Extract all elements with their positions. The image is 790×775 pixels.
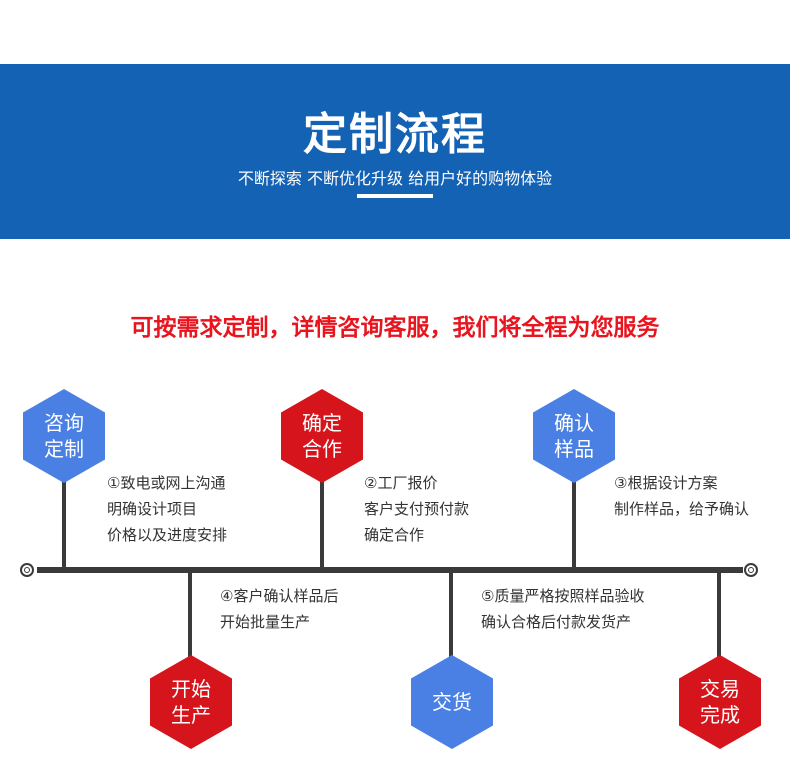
step-3-label: 确认样品 (554, 411, 594, 461)
step-1-line-1: ①致电或网上沟通 (107, 474, 226, 492)
step-4-line-1: ④客户确认样品后 (220, 587, 339, 605)
step-2-hexagon: 确定合作 (281, 389, 363, 483)
title-underline (357, 194, 433, 198)
step-4-label: 开始生产 (171, 677, 211, 727)
timeline-axis (37, 567, 743, 573)
step-5-line-2: 确认合格后付款发货产 (481, 613, 632, 631)
step-1-label: 咨询定制 (44, 411, 84, 461)
step-5-description: ⑤质量严格按照样品验收 确认合格后付款发货产 (481, 583, 644, 635)
service-headline: 可按需求定制，详情咨询客服，我们将全程为您服务 (130, 315, 660, 341)
timeline-end-ring-icon (744, 563, 758, 577)
page-subtitle: 不断探索 不断优化升级 给用户好的购物体验 (237, 169, 553, 188)
step-3-description: ③根据设计方案 制作样品，给予确认 (614, 470, 749, 522)
stem-step-6 (717, 570, 721, 670)
stem-step-5 (449, 570, 453, 670)
step-4-description: ④客户确认样品后 开始批量生产 (220, 583, 338, 635)
step-6-label: 交易完成 (700, 677, 740, 727)
step-3-line-1: ③根据设计方案 (614, 474, 718, 492)
timeline-start-ring-icon (20, 563, 34, 577)
step-5-label: 交货 (432, 690, 472, 714)
step-1-hexagon: 咨询定制 (23, 389, 105, 483)
step-4-line-2: 开始批量生产 (220, 613, 311, 631)
step-4-hexagon: 开始生产 (150, 655, 232, 749)
step-3-hexagon: 确认样品 (533, 389, 615, 483)
step-1-line-3: 价格以及进度安排 (107, 526, 228, 544)
step-1-description: ①致电或网上沟通 明确设计项目 价格以及进度安排 (107, 470, 227, 548)
step-1-line-2: 明确设计项目 (107, 500, 198, 518)
stem-step-2 (320, 470, 324, 570)
stem-step-3 (572, 470, 576, 570)
step-2-line-3: 确定合作 (364, 526, 425, 544)
step-5-hexagon: 交货 (411, 655, 493, 749)
step-5-line-1: ⑤质量严格按照样品验收 (481, 587, 645, 605)
page-title: 定制流程 (303, 109, 487, 160)
step-2-line-1: ②工厂报价 (364, 474, 438, 492)
step-2-line-2: 客户支付预付款 (364, 500, 470, 518)
title-banner (0, 64, 790, 239)
step-3-line-2: 制作样品，给予确认 (614, 500, 750, 518)
step-6-hexagon: 交易完成 (679, 655, 761, 749)
stem-step-4 (188, 570, 192, 670)
stem-step-1 (62, 470, 66, 570)
step-2-description: ②工厂报价 客户支付预付款 确定合作 (364, 470, 469, 548)
step-2-label: 确定合作 (302, 411, 342, 461)
